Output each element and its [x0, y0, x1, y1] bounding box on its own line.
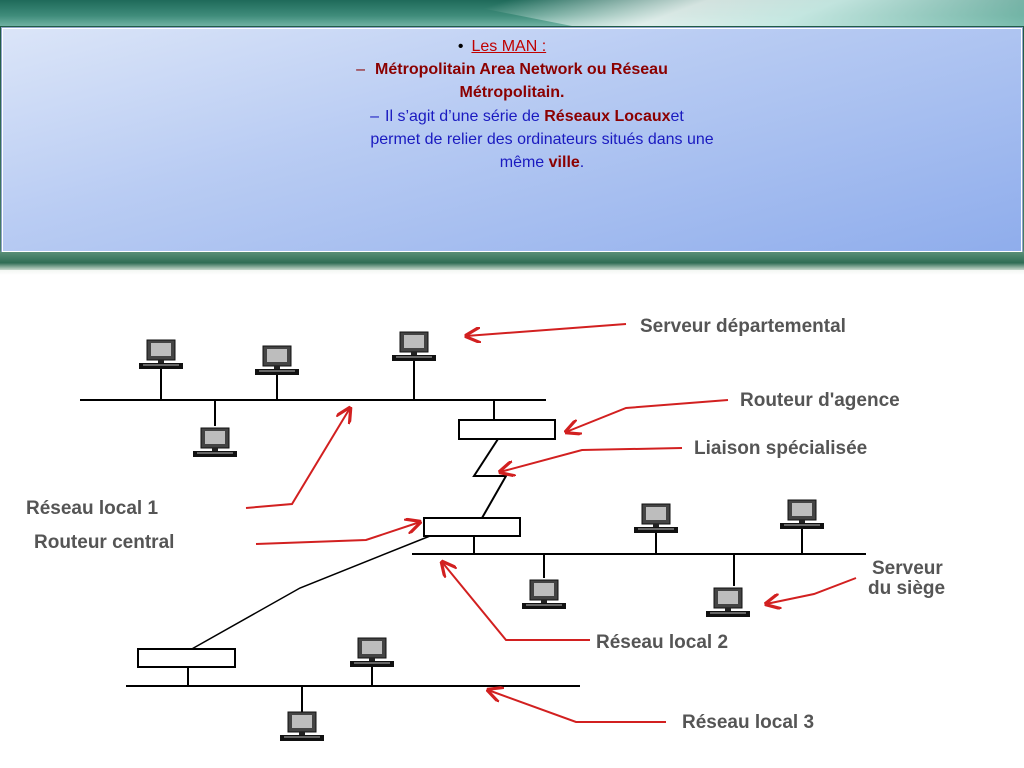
arrow-reseau-local-2 [442, 562, 590, 641]
label-serveur-siege-2: du siège [868, 578, 945, 599]
arrow-liaison [500, 447, 683, 472]
line-2-bold: Réseaux Locaux [544, 108, 671, 125]
line-4-bold: ville [548, 154, 580, 171]
divider-strip [0, 252, 1024, 270]
line-4-post: . [579, 154, 585, 171]
line-2-pre: Il s’agit d’une série de [385, 108, 545, 125]
diagram-svg: Serveur départemental Routeur d'agence L… [26, 316, 945, 742]
line-1-text: Métropolitain Area Network ou Réseau [375, 61, 668, 78]
server-icon [391, 331, 437, 362]
arrow-routeur-agence [566, 399, 729, 432]
line-1: –Métropolitain Area Network ou Réseau [0, 58, 1024, 81]
line-3-text: permet de relier des ordinateurs situés … [370, 131, 714, 148]
label-reseau-local-2: Réseau local 2 [596, 632, 728, 653]
label-routeur-central: Routeur central [34, 532, 174, 553]
label-liaison-specialisee: Liaison spécialisée [694, 438, 867, 459]
label-reseau-local-3: Réseau local 3 [682, 712, 814, 733]
line-4: même ville. [0, 151, 1024, 174]
bullet-icon: • [457, 38, 464, 55]
server-icon [705, 587, 751, 618]
arrow-serveur-departemental [466, 323, 627, 336]
line-2: –Il s’agit d’une série de Réseaux Locaux… [0, 105, 1024, 128]
computer-icon [633, 503, 679, 534]
heading: Les MAN : [471, 38, 547, 55]
label-routeur-agence: Routeur d'agence [740, 390, 900, 411]
arrow-routeur-central [255, 522, 420, 545]
line-1b: Métropolitain. [0, 81, 1024, 104]
router-lan3 [137, 648, 236, 668]
computer-icon [279, 711, 325, 742]
router-agence [458, 419, 556, 440]
label-serveur-siege-1: Serveur [872, 558, 943, 579]
line-4-pre: même [499, 154, 549, 171]
arrow-reseau-local-1 [245, 408, 350, 509]
computer-icon [192, 427, 238, 458]
wan-link [189, 535, 431, 651]
label-serveur-departemental: Serveur départemental [640, 316, 846, 337]
computer-icon [521, 579, 567, 610]
dash-icon: – [370, 108, 380, 125]
heading-line: • Les MAN : [0, 35, 1024, 58]
computer-icon [779, 499, 825, 530]
line-2-post: et [670, 108, 684, 125]
computer-icon [254, 345, 300, 376]
text-panel [2, 28, 1022, 252]
router-central [423, 517, 521, 537]
specialized-link [472, 438, 508, 519]
line-1b-text: Métropolitain. [459, 84, 565, 101]
dash-icon: – [356, 61, 366, 78]
arrow-serveur-siege [766, 577, 857, 604]
computer-icon [138, 339, 184, 370]
label-reseau-local-1: Réseau local 1 [26, 498, 158, 519]
network-diagram: Serveur départemental Routeur d'agence L… [6, 282, 1014, 766]
line-3: permet de relier des ordinateurs situés … [0, 128, 1024, 151]
computer-icon [349, 637, 395, 668]
arrow-reseau-local-3 [488, 690, 666, 723]
